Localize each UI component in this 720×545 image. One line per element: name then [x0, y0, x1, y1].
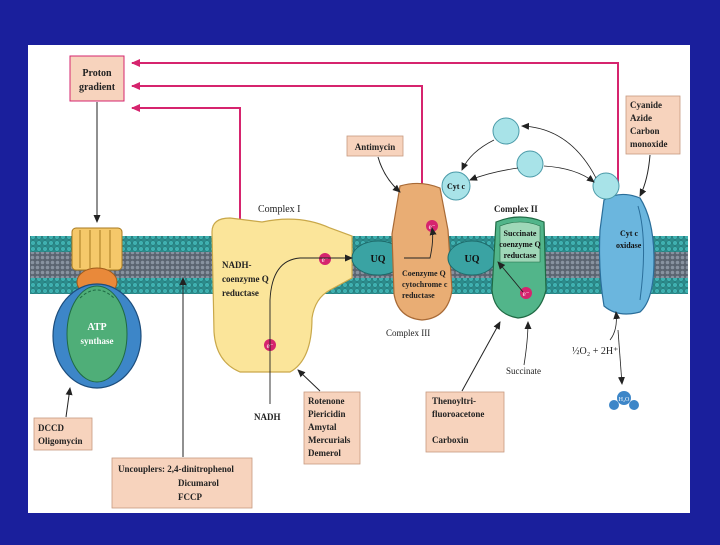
uq-2: UQ — [447, 240, 497, 276]
rotenone-line3: Amytal — [308, 422, 337, 432]
complex3-label: Complex III — [386, 328, 430, 338]
electron-1: e⁻ — [322, 256, 329, 264]
cyanide-arrow — [639, 154, 651, 197]
thenoyl-line2: fluoroacetone — [432, 409, 484, 419]
cyanide-line1: Cyanide — [630, 100, 662, 110]
complex3-text-3: reductase — [402, 291, 435, 300]
cyanide-box: Cyanide Azide Carbon monoxide — [625, 95, 681, 155]
rotenone-line4: Mercurials — [308, 435, 351, 445]
complex1-text-3: reductase — [222, 288, 259, 298]
rotenone-arrow — [297, 369, 321, 392]
complex3-text-2: cytochrome c — [402, 280, 448, 289]
antimycin-arrow — [377, 156, 401, 193]
complex1-label: Complex I — [258, 204, 301, 215]
atp-label-line2: synthase — [80, 336, 113, 346]
rotenone-line5: Demerol — [308, 448, 341, 458]
atp-synthase: ATP synthase — [52, 227, 142, 389]
complex2-text-1: Succinate — [504, 229, 537, 238]
uncouplers-box: Uncouplers: 2,4-dinitrophenol Dicumarol … — [111, 457, 253, 509]
complex-3: Complex III Coenzyme Q cytochrome c redu… — [386, 182, 453, 338]
thenoyl-box: Thenoyltri- fluoroacetone Carboxin — [425, 391, 505, 453]
water-label: H₂O — [619, 397, 630, 403]
complex1-text-1: NADH- — [222, 260, 252, 270]
cytc-shuttle — [461, 117, 620, 200]
oxidase-text-2: oxidase — [616, 241, 642, 250]
proton-flow-lines — [131, 59, 619, 222]
uq2-label: UQ — [465, 254, 480, 265]
dccd-arrow — [65, 387, 73, 418]
thenoyl-arrow — [461, 321, 501, 392]
cytc-label: Cyt c — [447, 182, 465, 191]
cyanide-line4: monoxide — [630, 139, 668, 149]
complex3-text-1: Coenzyme Q — [402, 269, 446, 278]
atp-label-line1: ATP — [87, 322, 106, 333]
rotenone-line1: Rotenone — [308, 396, 345, 406]
proton-gradient-line2: gradient — [79, 82, 116, 93]
electron-3: e⁻ — [429, 223, 436, 231]
complex2-label: Complex II — [494, 204, 538, 214]
succinate-label: Succinate — [506, 366, 541, 376]
oxygen-equation: ½O₂ + 2H⁺ — [572, 346, 618, 357]
dccd-box: DCCD Oligomycin — [33, 417, 93, 451]
uq1-label: UQ — [371, 254, 386, 265]
uncouplers-line3: FCCP — [178, 492, 202, 502]
uncouplers-line2: Dicumarol — [178, 478, 219, 488]
rotenone-line2: Piericidin — [308, 409, 346, 419]
rotenone-box: Rotenone Piericidin Amytal Mercurials De… — [303, 391, 361, 465]
thenoyl-line4: Carboxin — [432, 435, 469, 445]
complex-2: Complex II Succinate coenzyme Q reductas… — [491, 204, 547, 319]
cyt-oxidase: Cyt c oxidase — [598, 193, 655, 315]
cyanide-line3: Carbon — [630, 126, 660, 136]
uncouplers-line1: Uncouplers: 2,4-dinitrophenol — [118, 464, 234, 474]
succinate-arrow — [523, 321, 532, 366]
oxygen-arrow — [609, 311, 621, 341]
complex2-text-2: coenzyme Q — [499, 240, 541, 249]
electron-paths — [269, 227, 524, 404]
proton-gradient-line1: Proton — [82, 68, 112, 79]
proton-gradient-box: Proton gradient — [69, 55, 125, 102]
dccd-line1: DCCD — [38, 423, 64, 433]
dccd-line2: Oligomycin — [38, 436, 83, 446]
thenoyl-line1: Thenoyltri- — [432, 396, 476, 406]
antimycin-box: Antimycin — [346, 135, 404, 157]
complex-1: Complex I NADH- coenzyme Q reductase — [211, 204, 353, 373]
complex1-text-2: coenzyme Q — [222, 274, 269, 284]
electron-4: e⁻ — [523, 290, 530, 298]
nadh-label: NADH — [254, 412, 281, 422]
water-arrow — [617, 329, 625, 385]
cyanide-line2: Azide — [630, 113, 652, 123]
complex2-text-3: reductase — [504, 251, 537, 260]
oxidase-text-1: Cyt c — [620, 229, 638, 238]
cytc-on-complex3: Cyt c — [441, 171, 471, 201]
antimycin-text: Antimycin — [355, 142, 396, 152]
water-molecule: H₂O — [609, 391, 639, 410]
